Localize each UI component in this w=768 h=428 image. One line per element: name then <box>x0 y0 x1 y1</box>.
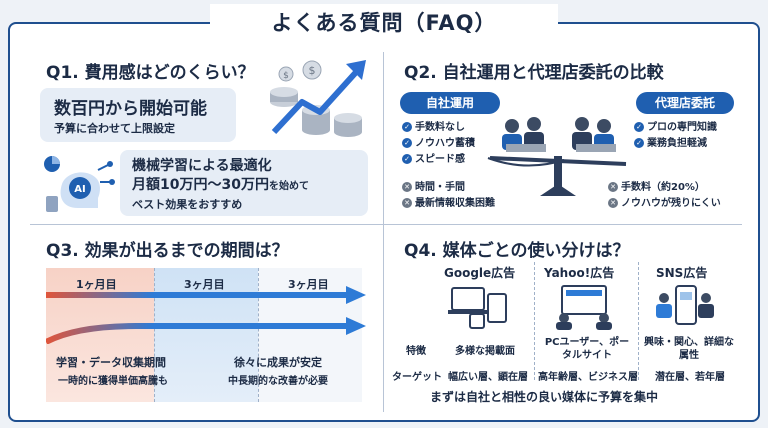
ai-head-icon: AI <box>44 156 115 212</box>
q2-right-label: 代理店委託 <box>636 92 734 114</box>
q4-col-yahoo-feature: PCユーザー、ポータルサイト <box>544 337 630 361</box>
q1-card-ml: 機械学習による最適化 月額10万円〜30万円を始めて ベスト効果をおすすめ <box>120 150 368 216</box>
x-icon: ✕ <box>402 182 412 192</box>
svg-text:$: $ <box>283 71 289 81</box>
phase-separator <box>154 268 155 402</box>
check-icon: ✓ <box>402 122 412 132</box>
q1-card2-line1: 機械学習による最適化 <box>132 158 272 174</box>
q2-left-pro: ノウハウ蓄積 <box>415 138 475 149</box>
q2-right-pros: ✓プロの専門知識 ✓業務負担軽減 <box>634 120 717 152</box>
q2-left-con: 最新情報収集困難 <box>415 198 495 209</box>
q4-col-sns-target: 潜在層、若年層 <box>655 372 725 383</box>
q4-col-google-name: Google広告 <box>444 266 516 280</box>
q1-card1-sub: 予算に合わせて上限設定 <box>54 122 175 135</box>
page-title: よくある質問（FAQ） <box>210 4 558 42</box>
phase2-line1: 徐々に成果が安定 <box>234 356 322 369</box>
q4-col-yahoo-target: 高年齢層、ビジネス層 <box>538 372 638 383</box>
q2-left-label: 自社運用 <box>400 92 500 114</box>
balance-scale-icon <box>487 117 627 196</box>
q4-col-google-target: 幅広い層、顕在層 <box>448 372 528 383</box>
q1-card2-line2-big: 月額10万円〜30万円 <box>132 177 269 193</box>
q4-row-label-feature: 特徴 <box>406 346 426 357</box>
check-icon: ✓ <box>402 154 412 164</box>
ai-badge: AI <box>74 184 85 195</box>
q1-card2-line2-small: を始めて <box>268 181 309 192</box>
q2-heading: Q2. 自社運用と代理店委託の比較 <box>404 63 664 83</box>
column-separator <box>638 262 639 380</box>
x-icon: ✕ <box>608 182 618 192</box>
q2-left-con: 時間・手間 <box>415 182 465 193</box>
check-icon: ✓ <box>634 122 644 132</box>
x-icon: ✕ <box>608 198 618 208</box>
column-separator <box>534 262 535 380</box>
q2-right-pro: 業務負担軽減 <box>647 138 707 149</box>
q1-card2-line3: ベスト効果をおすすめ <box>132 198 243 211</box>
divider-vertical <box>383 52 384 412</box>
check-icon: ✓ <box>402 138 412 148</box>
coins-growth-icon: $ $ <box>270 60 366 137</box>
timeline-arrows <box>46 286 366 344</box>
svg-text:$: $ <box>309 64 316 77</box>
x-icon: ✕ <box>402 198 412 208</box>
month-label: 3ヶ月目 <box>288 278 329 291</box>
check-icon: ✓ <box>634 138 644 148</box>
sns-users-icon <box>656 285 714 325</box>
q2-left-pros: ✓手数料なし ✓ノウハウ蓄積 ✓スピード感 <box>402 120 475 168</box>
q4-footer: まずは自社と相性の良い媒体に予算を集中 <box>430 390 659 404</box>
phase1-line1: 学習・データ収集期間 <box>56 356 166 369</box>
divider-horizontal <box>30 224 742 225</box>
q2-right-con: ノウハウが残りにくい <box>621 198 721 209</box>
month-label: 3ヶ月目 <box>184 278 225 291</box>
phase1-line2: 一時的に獲得単価高騰も <box>58 376 168 387</box>
q2-left-pro: スピード感 <box>415 154 465 165</box>
phase-2-band <box>154 268 258 402</box>
q1-card-start: 数百円から開始可能 予算に合わせて上限設定 <box>40 88 236 142</box>
q4-col-google-feature: 多様な掲載面 <box>455 346 515 357</box>
devices-icon <box>448 287 507 329</box>
q2-left-cons: ✕時間・手間 ✕最新情報収集困難 <box>402 180 495 212</box>
q4-row-label-target: ターゲット <box>392 372 442 383</box>
q4-heading: Q4. 媒体ごとの使い分けは？ <box>404 241 630 261</box>
month-label: 1ヶ月目 <box>76 278 117 291</box>
q2-right-pro: プロの専門知識 <box>647 122 717 133</box>
q2-left-pro: 手数料なし <box>415 122 465 133</box>
phase-3-band <box>258 268 362 402</box>
pc-users-icon <box>556 285 612 330</box>
q4-col-yahoo-name: Yahoo!広告 <box>544 266 615 280</box>
phase-separator <box>258 268 259 402</box>
phase2-line2: 中長期的な改善が必要 <box>228 376 328 387</box>
q2-right-cons: ✕手数料（約20%） ✕ノウハウが残りにくい <box>608 180 721 212</box>
q4-col-sns-feature: 興味・関心、詳細な属性 <box>644 337 734 361</box>
q3-heading: Q3. 効果が出るまでの期間は？ <box>46 241 289 261</box>
q1-card1-main: 数百円から開始可能 <box>54 99 207 119</box>
q4-col-sns-name: SNS広告 <box>656 266 708 280</box>
q2-right-con: 手数料（約20%） <box>621 182 705 193</box>
q1-heading: Q1. 費用感はどのくらい？ <box>46 63 255 83</box>
